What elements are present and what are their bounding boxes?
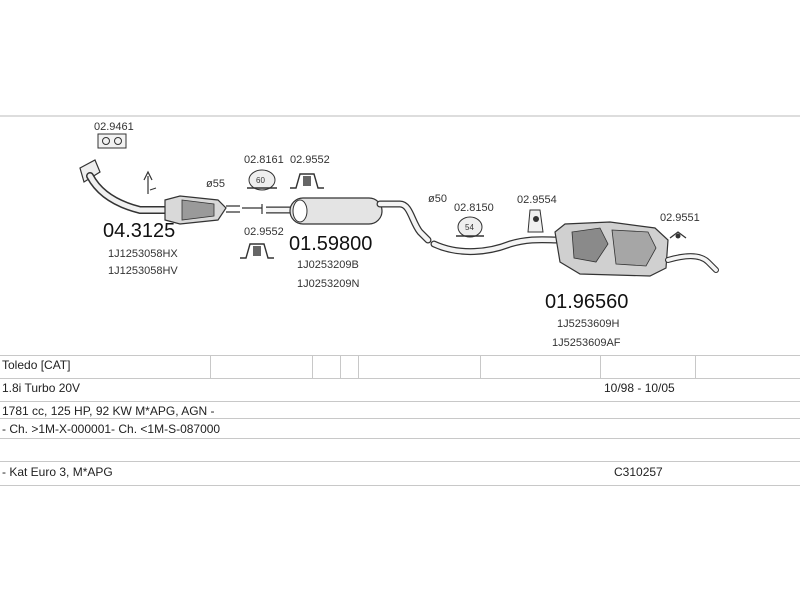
- svg-text:1J1253058HX: 1J1253058HX: [108, 248, 178, 260]
- svg-text:02.9461: 02.9461: [94, 121, 134, 133]
- svg-text:60: 60: [256, 176, 265, 185]
- svg-text:02.9554: 02.9554: [517, 194, 557, 206]
- rubber-mount-part-4: 02.9551: [660, 212, 700, 239]
- diameter-label-2: ø50: [428, 193, 447, 205]
- svg-text:1J0253209N: 1J0253209N: [297, 278, 359, 290]
- svg-text:01.59800: 01.59800: [289, 233, 372, 255]
- svg-text:1J1253058HV: 1J1253058HV: [108, 265, 178, 277]
- svg-text:02.8161: 02.8161: [244, 154, 284, 166]
- svg-text:04.3125: 04.3125: [103, 220, 175, 242]
- chassis-range: - Ch. >1M-X-000001- Ch. <1M-S-087000: [2, 422, 221, 436]
- front-pipe-part: 04.3125 1J1253058HX 1J1253058HV: [79, 159, 240, 277]
- application-notes: - Kat Euro 3, M*APG: [2, 465, 113, 479]
- svg-text:02.8150: 02.8150: [454, 202, 494, 214]
- diameter-label-1: ø55: [206, 178, 225, 190]
- rubber-mount-part-3: 02.9554: [517, 194, 557, 233]
- production-years: 10/98 - 10/05: [604, 381, 675, 395]
- engine-specs: 1781 cc, 125 HP, 92 KW M*APG, AGN -: [2, 404, 215, 418]
- svg-text:1J5253609AF: 1J5253609AF: [552, 337, 621, 349]
- middle-pipe-part: 01.59800 1J0253209B 1J0253209N: [242, 197, 432, 290]
- engine-type: 1.8i Turbo 20V: [2, 381, 81, 395]
- rubber-mount-part-1: 02.9552: [290, 154, 330, 189]
- system-code: C310257: [614, 465, 663, 479]
- clamp-part-1: 02.8161 60: [244, 154, 284, 191]
- svg-text:01.96560: 01.96560: [545, 291, 628, 313]
- svg-text:1J0253209B: 1J0253209B: [297, 259, 359, 271]
- clamp-part-2: 02.8150 54: [454, 202, 494, 238]
- gasket-part: 02.9461: [94, 121, 134, 149]
- svg-text:02.9551: 02.9551: [660, 212, 700, 224]
- rubber-mount-part-2: 02.9552: [240, 226, 284, 259]
- rear-silencer-part: 01.96560 1J5253609H 1J5253609AF: [430, 221, 719, 349]
- vehicle-model: Toledo [CAT]: [2, 358, 71, 372]
- svg-text:1J5253609H: 1J5253609H: [557, 318, 619, 330]
- svg-text:02.9552: 02.9552: [290, 154, 330, 166]
- svg-text:54: 54: [465, 223, 474, 232]
- svg-text:02.9552: 02.9552: [244, 226, 284, 238]
